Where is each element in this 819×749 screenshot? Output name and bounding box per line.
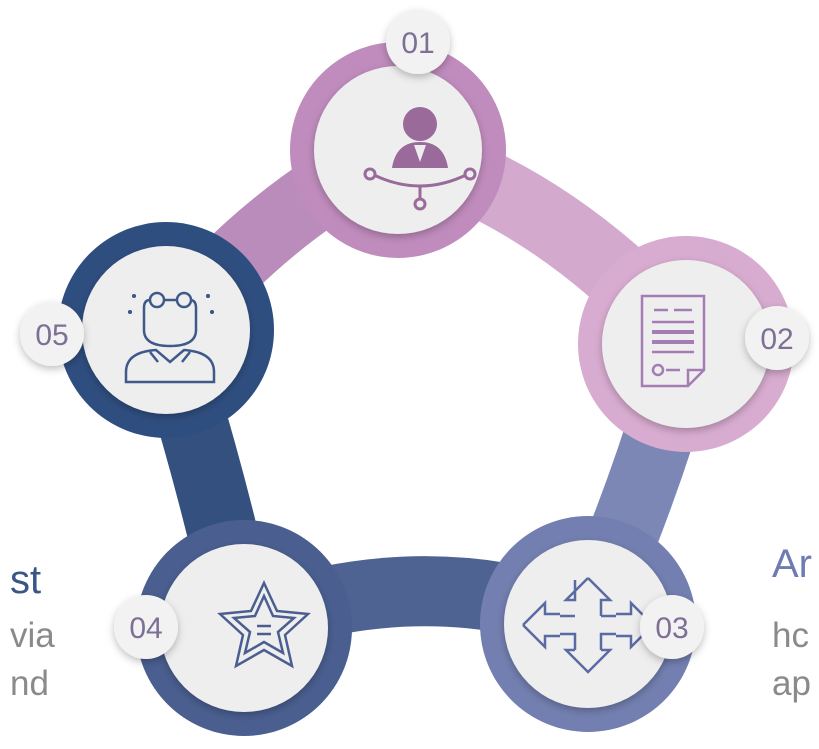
badge-03-label: 03 bbox=[655, 612, 688, 645]
node-05 bbox=[58, 222, 274, 438]
badge-05: 05 bbox=[20, 302, 84, 366]
right-text-line-2: ap bbox=[772, 664, 811, 703]
star-icon bbox=[217, 580, 311, 669]
left-text-line-1: via bbox=[10, 616, 55, 655]
badge-01-label: 01 bbox=[401, 27, 434, 60]
badge-01: 01 bbox=[386, 10, 450, 74]
badge-04: 04 bbox=[114, 595, 178, 659]
document-icon bbox=[640, 294, 706, 388]
badge-03: 03 bbox=[640, 595, 704, 659]
node-01 bbox=[290, 42, 506, 258]
badge-02: 02 bbox=[745, 306, 809, 370]
left-text-line-2: nd bbox=[10, 664, 49, 703]
thinking-person-icon bbox=[124, 291, 216, 384]
badge-02-label: 02 bbox=[760, 323, 793, 356]
badge-05-label: 05 bbox=[35, 319, 68, 352]
right-text-line-1: hc bbox=[772, 616, 809, 655]
node-03 bbox=[480, 516, 696, 732]
user-network-icon bbox=[363, 107, 477, 211]
left-heading: st bbox=[10, 558, 42, 602]
badge-04-label: 04 bbox=[129, 612, 162, 645]
ring-center-hole bbox=[284, 266, 537, 498]
node-02 bbox=[578, 236, 794, 452]
node-04 bbox=[136, 520, 352, 736]
right-heading: Ar bbox=[772, 542, 812, 586]
